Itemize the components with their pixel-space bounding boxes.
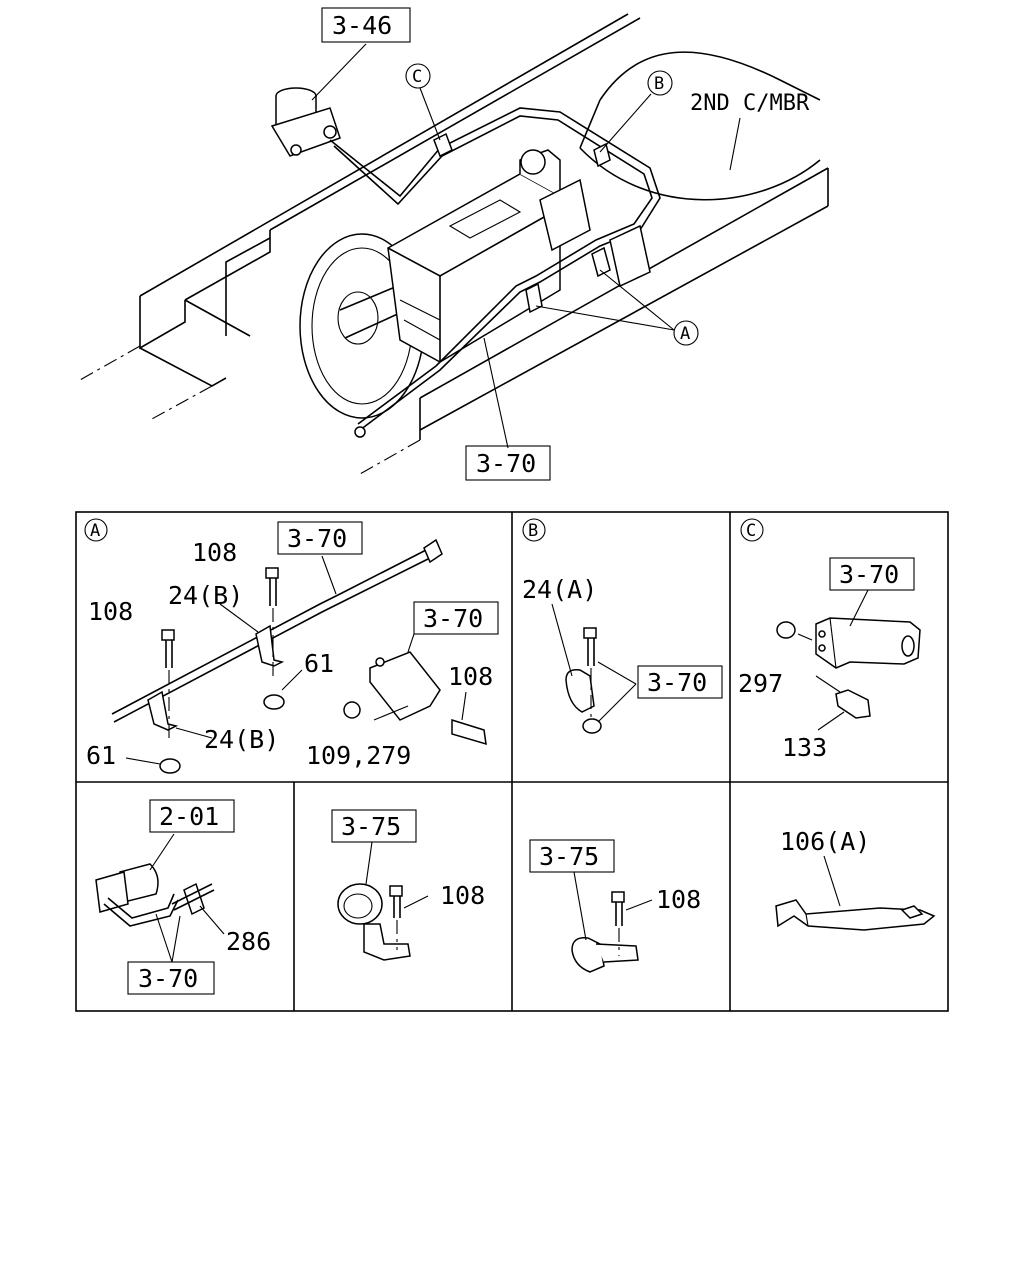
detail-grid (75, 511, 949, 1012)
circle-b-callout: B (654, 74, 664, 94)
panel-d-ref-top: 2-01 (159, 802, 219, 831)
panel-a-ref-right: 3-70 (423, 604, 483, 633)
detail-panel-a: A 3-70 3-70 108 (84, 518, 499, 774)
air-dryer-unit (270, 87, 341, 157)
panel-a-clip-upper: 24(B) (168, 581, 243, 610)
pipe-lines (329, 107, 661, 438)
panel-e-bolt: 108 (440, 881, 485, 910)
panel-e-ref: 3-75 (341, 812, 401, 841)
panel-a-nut-right: 61 (304, 649, 334, 678)
detail-panel-f: 3-75 108 (529, 839, 701, 973)
panel-d-clip: 286 (226, 927, 271, 956)
panel-a-tag: A (90, 521, 100, 541)
panel-a-bolt-top: 108 (192, 538, 237, 567)
detail-panel-d: 2-01 286 3-70 (95, 799, 271, 995)
panel-a-bolt-right: 108 (448, 662, 493, 691)
panel-f-bolt: 108 (656, 885, 701, 914)
panel-b-clip: 24(A) (522, 575, 597, 604)
panel-d-ref-bottom: 3-70 (138, 964, 198, 993)
panel-g-bracket: 106(A) (780, 827, 870, 856)
ref-box-3-46: 3-46 (332, 11, 392, 40)
panel-c-ref: 3-70 (839, 560, 899, 589)
detail-panel-g: 106(A) (775, 827, 936, 931)
detail-panel-c: C 3-70 297 133 (738, 518, 921, 762)
circle-c-callout: C (412, 67, 422, 87)
panel-a-nut-left: 61 (86, 741, 116, 770)
panel-b-ref: 3-70 (647, 668, 707, 697)
detail-panel-b: B 24(A) 3-70 (522, 518, 723, 734)
chassis-frame (79, 13, 829, 475)
panel-c-bolt: 133 (782, 733, 827, 762)
circle-a-callout: A (680, 324, 690, 344)
panel-a-clip-lower: 24(B) (204, 725, 279, 754)
panel-a-ref-top: 3-70 (287, 524, 347, 553)
panel-b-tag: B (528, 521, 538, 541)
transmission (299, 149, 591, 419)
panel-f-ref: 3-75 (539, 842, 599, 871)
panel-c-nut: 297 (738, 669, 783, 698)
panel-a-nut-pair: 109,279 (306, 741, 411, 770)
main-assembly-view: 3-46 3-70 2ND C/MBR C B A (79, 7, 829, 481)
second-cross-member-label: 2ND C/MBR (690, 91, 810, 116)
ref-box-3-70: 3-70 (476, 449, 536, 478)
panel-c-tag: C (746, 521, 756, 541)
detail-panel-e: 3-75 108 (331, 809, 485, 961)
panel-a-bolt-left: 108 (88, 597, 133, 626)
